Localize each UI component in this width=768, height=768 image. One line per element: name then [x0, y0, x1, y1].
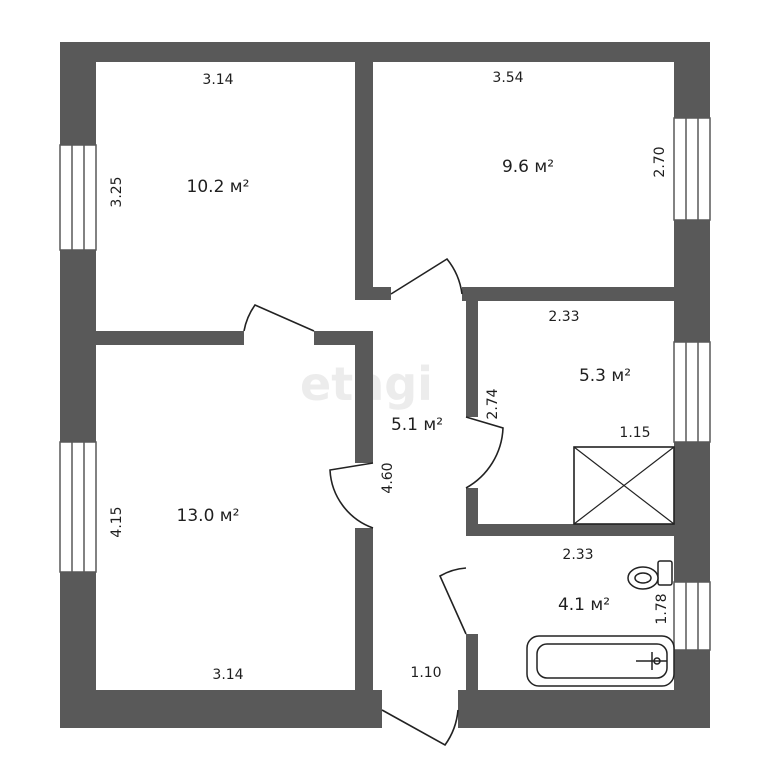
toilet-icon	[627, 560, 673, 590]
dim-bathroom-height: 1.78	[654, 593, 670, 624]
wall-hall-right-upper	[466, 287, 478, 417]
window-right-bathroom	[673, 581, 711, 651]
dim-kitchen-width: 2.33	[548, 309, 579, 325]
dim-hallway-entrance: 1.10	[410, 665, 441, 681]
dim-hallway-length: 4.60	[380, 462, 396, 493]
door-bathroom	[438, 567, 467, 635]
door-room-top-left	[243, 304, 315, 332]
dim-kitchen-height: 2.74	[485, 388, 501, 419]
dim-room-bottom-left-width: 3.14	[212, 667, 243, 683]
stove-icon	[573, 446, 675, 525]
outer-wall-bottom-right	[458, 690, 710, 728]
wall-kitchen-bathroom	[466, 524, 674, 536]
outer-wall-bottom-left	[60, 690, 382, 728]
wall-hall-right-mid	[466, 488, 478, 532]
window-left-bottom	[59, 441, 97, 573]
dim-room-bottom-left-height: 4.15	[109, 506, 125, 537]
dim-stove: 1.15	[619, 425, 650, 441]
dim-bathroom-width: 2.33	[562, 547, 593, 563]
dim-room-top-right-height: 2.70	[652, 146, 668, 177]
door-room-bottom-left	[329, 462, 374, 529]
door-room-top-right	[390, 257, 463, 295]
area-kitchen: 5.3 м²	[579, 366, 631, 386]
bathtub-icon	[526, 635, 675, 687]
area-room-top-left: 10.2 м²	[187, 177, 250, 197]
window-right-top	[673, 117, 711, 221]
door-kitchen	[465, 416, 504, 489]
windows	[59, 117, 711, 651]
area-room-top-right: 9.6 м²	[502, 157, 554, 177]
dim-room-top-left-width: 3.14	[202, 72, 233, 88]
wall-hall-left-upper	[355, 331, 373, 463]
wall-hall-left-lower	[355, 528, 373, 690]
wall-top-rooms-divider	[355, 62, 373, 300]
wall-hall-right-lower	[466, 634, 478, 690]
wall-top-right-bottom	[462, 287, 674, 301]
doors	[243, 257, 504, 747]
wall-stub-hall-top	[373, 287, 391, 300]
outer-wall-top	[60, 42, 710, 62]
area-room-bottom-left: 13.0 м²	[177, 506, 240, 526]
wall-left-rooms-divider-a	[96, 331, 244, 345]
area-bathroom: 4.1 м²	[558, 595, 610, 615]
dim-room-top-left-height: 3.25	[109, 176, 125, 207]
dim-room-top-right-width: 3.54	[492, 70, 523, 86]
door-entrance	[381, 709, 459, 747]
window-left-top	[59, 144, 97, 251]
window-right-kitchen	[673, 341, 711, 443]
area-hallway: 5.1 м²	[391, 415, 443, 435]
